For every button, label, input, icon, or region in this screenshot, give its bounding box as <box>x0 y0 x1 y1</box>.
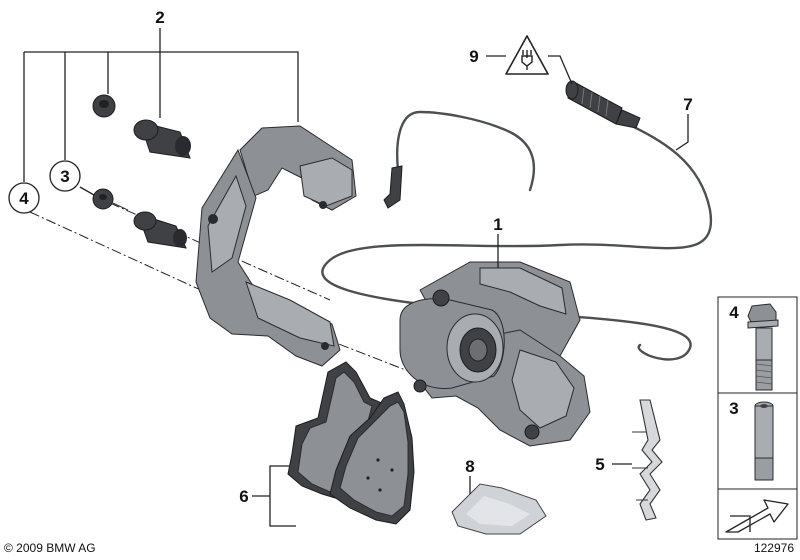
callout-1: 1 <box>493 215 502 234</box>
caliper-carrier <box>195 125 357 367</box>
guide-pin <box>754 401 774 481</box>
wear-sensor-loop <box>383 110 536 209</box>
hex-bolt <box>747 303 779 391</box>
bracket-leaders <box>23 28 299 196</box>
guide-sleeve-upper <box>133 119 191 159</box>
diagram-number: 122976 <box>754 541 794 555</box>
callout-4-circle: 4 <box>8 182 40 214</box>
side-panel-bolt-label: 4 <box>729 303 739 322</box>
callout-9: 9 <box>469 47 478 66</box>
brake-caliper <box>399 261 591 447</box>
callout-2: 2 <box>155 8 164 27</box>
guide-sleeve-lower <box>133 211 187 249</box>
callout-7: 7 <box>683 95 692 114</box>
grease-packet <box>451 483 547 535</box>
bushing-upper <box>92 94 116 118</box>
anti-rattle-spring <box>632 399 663 521</box>
direction-arrow-icon <box>725 499 789 533</box>
callout-3-circle: 3 <box>49 160 81 192</box>
copyright-text: © 2009 BMW AG <box>4 541 96 555</box>
electrical-warning-icon <box>505 35 549 75</box>
callout-6: 6 <box>239 487 248 506</box>
wear-sensor-wire <box>321 80 713 361</box>
sensor-plug <box>565 80 641 129</box>
side-panel-pin-label: 3 <box>729 399 738 418</box>
callout-8: 8 <box>465 457 474 476</box>
callout-3: 3 <box>60 167 69 186</box>
side-panel: 4 3 <box>717 296 798 540</box>
callout-5: 5 <box>595 455 604 474</box>
bushing-lower <box>92 188 129 211</box>
callout-leaders <box>252 55 689 527</box>
callout-4: 4 <box>19 189 29 208</box>
brake-pad-outer <box>329 391 415 525</box>
